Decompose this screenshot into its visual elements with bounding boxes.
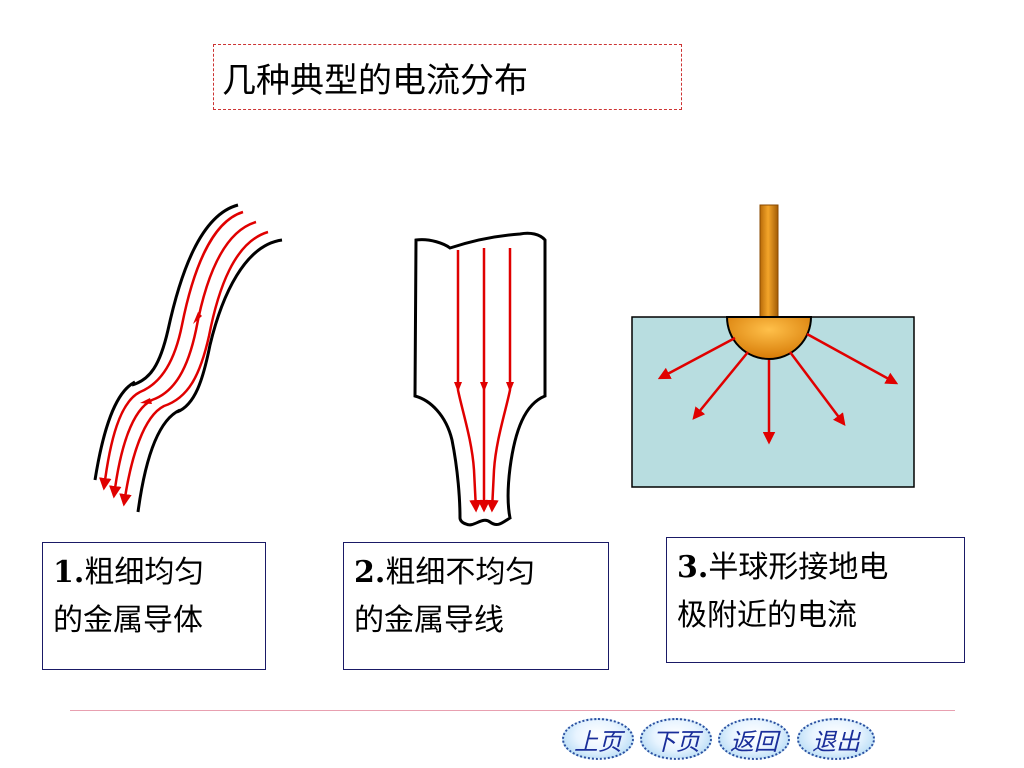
- radial-current-1: [657, 336, 736, 380]
- caption-number: 3.: [677, 550, 709, 585]
- current-line-3: [119, 230, 269, 507]
- footer-divider: [70, 710, 955, 711]
- electrode-hemisphere: [725, 316, 813, 360]
- caption-number: 2.: [354, 555, 386, 590]
- caption-nonuniform-conductor: 2.粗细不均匀 的金属导线: [343, 542, 609, 670]
- caption-line-2: 的金属导体: [53, 603, 203, 638]
- uniform-conductor-figure: [93, 203, 283, 513]
- caption-grounding-electrode: 3.半球形接地电 极附近的电流: [666, 537, 965, 663]
- current-line-a: [456, 250, 482, 513]
- prev-page-label: 上页: [574, 727, 622, 756]
- caption-line-1: 粗细均匀: [84, 555, 205, 590]
- caption-line-1: 粗细不均匀: [385, 555, 536, 590]
- caption-line-2: 的金属导线: [354, 603, 504, 638]
- next-page-label: 下页: [652, 727, 700, 756]
- wire-outline: [413, 231, 547, 527]
- radial-current-5: [806, 332, 899, 385]
- back-button[interactable]: 返回: [718, 718, 790, 760]
- current-line-1: [99, 210, 244, 491]
- page-title: 几种典型的电流分布: [213, 44, 682, 110]
- current-line-2: [109, 220, 257, 499]
- conductor-right-outline: [176, 238, 283, 414]
- grounding-electrode-figure: [631, 204, 915, 488]
- caption-line-2: 极附近的电流: [677, 598, 857, 633]
- radial-current-4: [789, 351, 846, 426]
- prev-page-button[interactable]: 上页: [562, 718, 634, 760]
- caption-line-1: 半球形接地电: [708, 550, 889, 585]
- page-title-text: 几种典型的电流分布: [222, 60, 528, 101]
- conductor-right-outline-lower: [136, 408, 181, 513]
- caption-number: 1.: [53, 555, 85, 590]
- conductor-left-outline: [131, 203, 239, 387]
- conductor-left-outline-lower: [93, 380, 136, 481]
- radial-current-2: [692, 351, 749, 420]
- exit-label: 退出: [812, 727, 860, 756]
- caption-uniform-conductor: 1.粗细均匀 的金属导体: [42, 542, 266, 670]
- nonuniform-conductor-figure: [413, 231, 547, 527]
- exit-button[interactable]: 退出: [797, 718, 875, 760]
- back-label: 返回: [730, 727, 778, 756]
- electrode-rod: [759, 204, 779, 318]
- next-page-button[interactable]: 下页: [640, 718, 712, 760]
- current-line-c: [486, 248, 512, 513]
